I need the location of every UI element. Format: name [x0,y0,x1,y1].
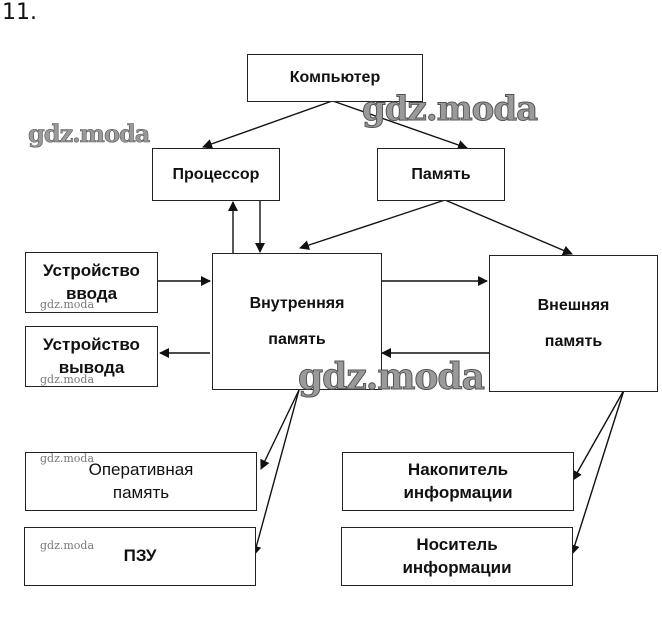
node-computer: Компьютер [247,54,423,102]
node-label-line-1: Устройство [43,334,140,354]
node-label-line-2: память [268,330,326,348]
node-ram: Оперативная память [25,452,257,511]
edge-external-storage-device [572,389,625,481]
node-input-device: Устройство ввода [25,252,158,313]
node-processor: Процессор [152,148,280,201]
node-label-line-1: Носитель [416,534,498,554]
watermark-small: gdz.moda [40,373,95,386]
node-label: Память [411,165,471,183]
watermark-small: gdz.moda [40,539,95,552]
node-label-line-2: память [544,332,603,350]
edge-memory-internal [299,199,446,250]
node-label-line-1: Оперативная [88,459,194,479]
watermark: gdz.moda [298,356,486,399]
node-label-line-1: Внутренняя [249,294,345,312]
node-label-line-2: информации [402,557,512,577]
node-label-line-1: Внешняя [537,296,610,314]
node-output-device: Устройство вывода [25,326,158,387]
edge-memory-external [444,199,573,256]
watermark: gdz.moda [361,89,538,130]
node-label-line-2: информации [403,482,513,502]
node-label: Компьютер [289,69,381,87]
edge-external-storage-medium [569,389,625,555]
node-rom: ПЗУ [24,527,256,586]
node-label-line-1: Накопитель [407,459,509,479]
node-storage-device: Накопитель информации [342,452,574,511]
node-label: ПЗУ [123,546,157,566]
watermark-small: gdz.moda [40,298,95,311]
node-storage-medium: Носитель информации [341,527,573,586]
watermark: gdz.moda [28,119,151,149]
edge-internal-ram [260,389,300,470]
node-memory: Память [377,148,505,201]
edge-computer-memory [329,99,468,150]
node-label-line-2: память [112,482,170,502]
node-internal-memory: Внутренняя память [212,253,382,390]
node-label: Процессор [172,165,260,183]
node-label-line-2: вывода [58,357,125,377]
node-label-line-2: ввода [65,283,118,303]
edge-internal-rom [251,389,300,556]
node-external-memory: Внешняя память [489,255,658,392]
edge-computer-processor [202,99,336,149]
task-number: 11. [2,0,37,25]
node-label-line-1: Устройство [43,260,140,280]
watermark-small: gdz.moda [40,452,95,465]
